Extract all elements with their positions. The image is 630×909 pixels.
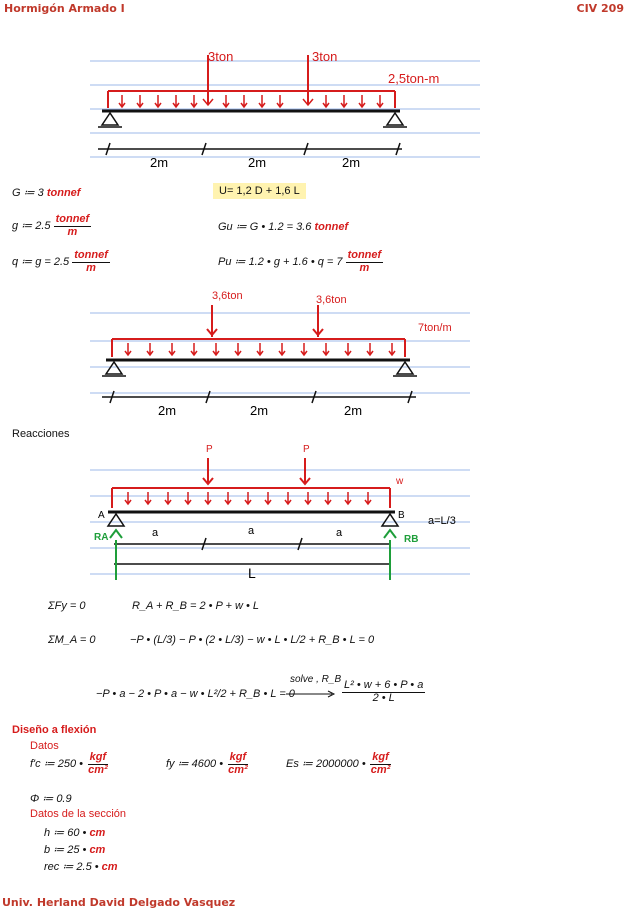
- section-subtitle-datos: Datos: [30, 740, 59, 752]
- beam1-span-3: 2m: [342, 155, 360, 170]
- reac-span-a-2: a: [248, 525, 255, 537]
- eq-solve-label: solve , R_B: [290, 674, 342, 685]
- reac-support-B: B: [398, 510, 405, 521]
- reac-span-a-3: a: [336, 527, 343, 539]
- section-title-reacciones: Reacciones: [12, 428, 70, 440]
- beam2-span-1: 2m: [158, 403, 176, 418]
- eq-sum-fy-rhs: R_A + R_B = 2 • P + w • L: [132, 600, 260, 612]
- reac-load-P2: P: [303, 444, 310, 455]
- beam2-span-3: 2m: [344, 403, 362, 418]
- beam1-span-1: 2m: [150, 155, 168, 170]
- beam2-load1-label: 3,6ton: [212, 290, 243, 302]
- reac-a-relation: a=L/3: [428, 515, 456, 527]
- beam-diagram-1: 3ton 3ton 2,5ton-m 2m 2m 2m: [90, 49, 480, 170]
- footer-author: Univ. Herland David Delgado Vasquez: [2, 896, 236, 909]
- eq-sum-ma-rhs: −P • (L/3) − P • (2 • L/3) − w • L • L/2…: [130, 634, 375, 646]
- reac-load-P1: P: [206, 444, 213, 455]
- eq-sum-fy: ΣFy = 0: [48, 600, 86, 612]
- eq-solve-lhs: −P • a − 2 • P • a − w • L²/2 + R_B • L …: [96, 688, 295, 700]
- beam-diagram-reacciones: P P w A B RA RB a=L/3 a a a L: [90, 444, 470, 581]
- reac-span-L: L: [248, 565, 256, 581]
- reac-RB: RB: [404, 534, 418, 545]
- reac-RA: RA: [94, 532, 108, 543]
- reac-load-w: w: [395, 476, 404, 487]
- eq-h: h ≔ 60 • cm: [44, 827, 106, 839]
- beam1-load2-label: 3ton: [312, 49, 337, 64]
- beam2-span-2: 2m: [250, 403, 268, 418]
- beam-diagram-2: 3,6ton 3,6ton 7ton/m 2m 2m 2m: [90, 290, 470, 418]
- beam1-distributed-label: 2,5ton-m: [388, 71, 439, 86]
- eq-phi: Φ ≔ 0.9: [30, 793, 72, 805]
- eq-U-highlight: U= 1,2 D + 1,6 L: [213, 183, 306, 199]
- eq-Gu: Gu ≔ G • 1.2 = 3.6 tonnef: [218, 221, 349, 233]
- eq-sum-ma: ΣM_A = 0: [48, 634, 96, 646]
- reac-support-A: A: [98, 510, 105, 521]
- eq-rec: rec ≔ 2.5 • cm: [44, 861, 118, 873]
- header-course-code: CIV 209: [576, 2, 624, 15]
- beam1-load1-label: 3ton: [208, 49, 233, 64]
- beam2-distributed-label: 7ton/m: [418, 322, 452, 334]
- section-subtitle-datos-seccion: Datos de la sección: [30, 808, 126, 820]
- section-title-diseno: Diseño a flexión: [12, 724, 97, 736]
- eq-b: b ≔ 25 • cm: [44, 844, 106, 856]
- reac-span-a-1: a: [152, 527, 159, 539]
- beam1-span-2: 2m: [248, 155, 266, 170]
- header-title: Hormigón Armado I: [4, 2, 125, 15]
- beam2-load2-label: 3,6ton: [316, 294, 347, 306]
- arrow-right-icon: [286, 690, 336, 698]
- eq-G: G ≔ 3 tonnef: [12, 187, 81, 199]
